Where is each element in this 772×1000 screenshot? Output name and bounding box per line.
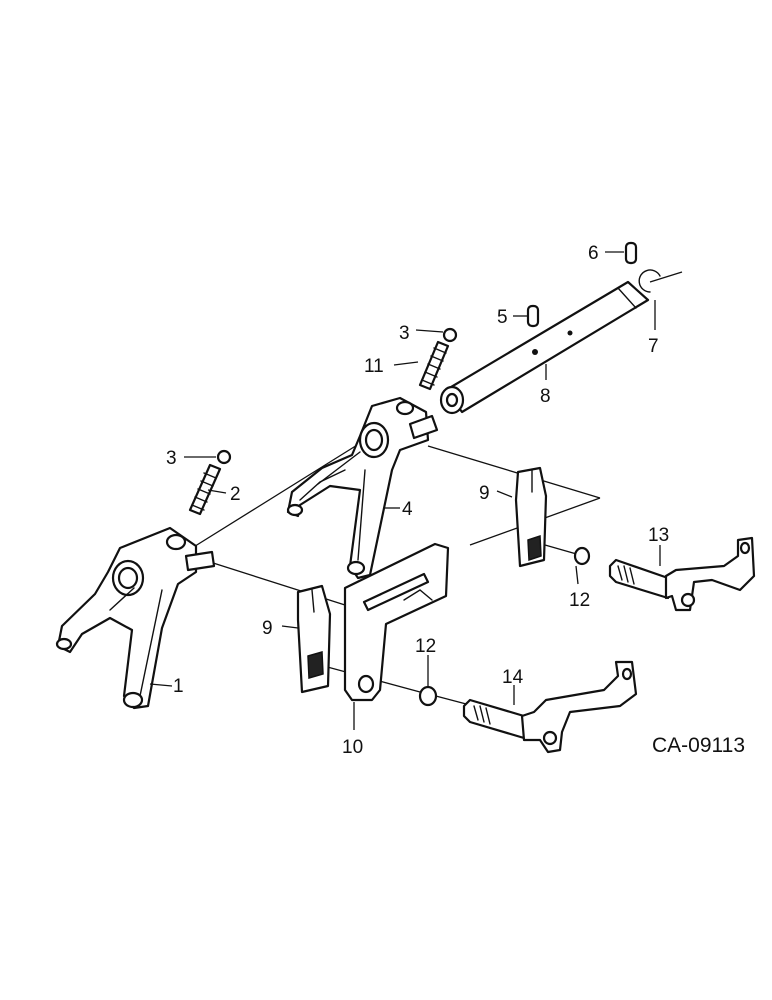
- shift-lever-lower: [296, 584, 332, 694]
- shift-shaft-lower: [462, 660, 638, 754]
- shift-fork-upper: [286, 396, 439, 580]
- callout-8: 8: [540, 386, 551, 407]
- callout-13: 13: [648, 525, 669, 546]
- shift-shaft-upper: [608, 536, 756, 612]
- callout-12-lower: 12: [415, 636, 436, 657]
- callout-3-upper: 3: [399, 323, 410, 344]
- shift-lever-upper: [514, 466, 548, 568]
- callout-11: 11: [364, 356, 384, 377]
- detent-spring-upper: [418, 340, 450, 391]
- detent-spring-lower: [188, 463, 222, 516]
- figure-code: CA-09113: [652, 734, 745, 757]
- callout-9-upper: 9: [479, 483, 490, 504]
- shift-fork-lower: [55, 526, 216, 710]
- interlock-plate: [343, 542, 450, 702]
- detent-ball-lower: [216, 449, 232, 465]
- callout-12-upper: 12: [569, 590, 590, 611]
- callout-2: 2: [230, 484, 241, 505]
- shift-rail: [439, 280, 650, 415]
- callout-leaders: [149, 251, 661, 730]
- callout-3-lower: 3: [166, 448, 177, 469]
- snap-ring: [638, 269, 661, 293]
- callout-10: 10: [342, 737, 363, 758]
- callout-1: 1: [173, 676, 184, 697]
- roll-pin-upper: [624, 241, 638, 265]
- callout-6: 6: [588, 243, 599, 264]
- alignment-lines: [191, 271, 683, 706]
- washer-lower: [418, 685, 438, 707]
- callout-7: 7: [648, 336, 659, 357]
- callout-9-lower: 9: [262, 618, 273, 639]
- callout-5: 5: [497, 307, 508, 328]
- callout-labels: 1 2 3 3 4 5 6 7 8 9 9 10 11 12 12 13 14: [166, 243, 669, 758]
- detent-ball-upper: [442, 327, 458, 343]
- callout-14: 14: [502, 667, 524, 688]
- washer-upper: [573, 546, 591, 566]
- callout-4: 4: [402, 499, 413, 520]
- roll-pin-lower: [526, 304, 540, 328]
